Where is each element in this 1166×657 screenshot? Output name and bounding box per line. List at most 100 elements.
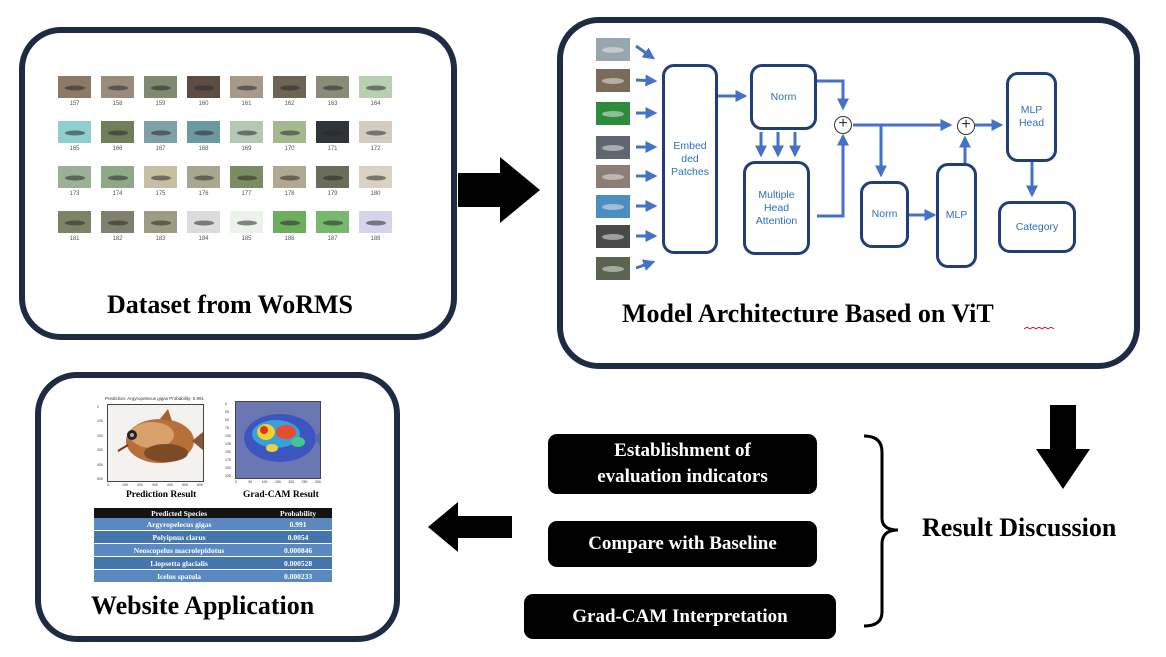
dataset-thumbnail-number: 175 bbox=[155, 191, 166, 197]
dataset-thumbnail-number: 168 bbox=[198, 146, 209, 152]
probability-cell: 0.991 bbox=[264, 518, 332, 531]
species-cell: Liopsetta glacialis bbox=[94, 556, 265, 570]
website-panel bbox=[35, 372, 400, 642]
dataset-thumbnail-number: 170 bbox=[284, 146, 295, 152]
tick-label: 100 bbox=[122, 483, 128, 487]
table-row: Argyropelecus gigas 0.991 bbox=[94, 518, 332, 531]
input-patch-thumbnail bbox=[596, 69, 630, 92]
dataset-thumbnail-number: 183 bbox=[155, 236, 166, 242]
tick-label: 500 bbox=[182, 483, 188, 487]
tick-label: 400 bbox=[97, 462, 103, 467]
dataset-thumbnail bbox=[58, 211, 91, 233]
dataset-thumbnail bbox=[230, 76, 263, 98]
dataset-thumbnail bbox=[187, 76, 220, 98]
website-title: Website Application bbox=[91, 591, 315, 620]
dataset-thumbnail bbox=[273, 211, 306, 233]
dataset-thumbnail-number: 182 bbox=[112, 236, 123, 242]
dataset-thumbnail bbox=[101, 121, 134, 143]
dataset-thumbnail-number: 161 bbox=[241, 101, 252, 107]
dataset-thumbnail bbox=[187, 121, 220, 143]
probability-cell: 0.0054 bbox=[264, 530, 332, 544]
dataset-thumbnail bbox=[101, 166, 134, 188]
dataset-thumbnail bbox=[144, 211, 177, 233]
dataset-thumbnail bbox=[58, 76, 91, 98]
dataset-thumbnail-number: 162 bbox=[284, 101, 295, 107]
add-node-1: + bbox=[834, 116, 852, 134]
dataset-thumbnail-number: 166 bbox=[112, 146, 123, 152]
dataset-thumbnail bbox=[359, 166, 392, 188]
result-discussion-title: Result Discussion bbox=[922, 513, 1117, 542]
dataset-thumbnail-number: 188 bbox=[370, 236, 381, 242]
tick-label: 200 bbox=[137, 483, 143, 487]
dataset-thumbnail bbox=[273, 166, 306, 188]
dataset-thumbnail-number: 157 bbox=[69, 101, 80, 107]
tick-label: 150 bbox=[275, 480, 281, 484]
species-cell: Argyropelecus gigas bbox=[94, 518, 265, 531]
dataset-thumbnail bbox=[101, 211, 134, 233]
dataset-thumbnail bbox=[359, 121, 392, 143]
prediction-result-label: Prediction Result bbox=[126, 490, 197, 500]
table-row: Icelus spatula 0.000233 bbox=[94, 569, 332, 583]
dataset-thumbnail-number: 180 bbox=[370, 191, 381, 197]
dataset-thumbnail bbox=[144, 121, 177, 143]
dataset-thumbnail-number: 184 bbox=[198, 236, 209, 242]
input-patch-thumbnail bbox=[596, 38, 630, 61]
fish-image bbox=[117, 409, 203, 463]
model-title: Model Architecture Based on ViT bbox=[622, 299, 994, 328]
mlp-block: MLP bbox=[936, 163, 977, 268]
multi-head-attention-block: Multiple Head Attention bbox=[743, 161, 810, 255]
grouping-brace bbox=[863, 434, 899, 628]
add-node-2: + bbox=[957, 117, 975, 135]
dataset-thumbnail bbox=[144, 166, 177, 188]
tick-label: 100 bbox=[225, 434, 231, 438]
dataset-thumbnail-number: 165 bbox=[69, 146, 80, 152]
dataset-thumbnail-number: 158 bbox=[112, 101, 123, 107]
dataset-thumbnail bbox=[316, 211, 349, 233]
tick-label: 200 bbox=[288, 480, 295, 484]
dataset-thumbnail-number: 171 bbox=[327, 146, 338, 152]
dataset-thumbnail bbox=[187, 166, 220, 188]
tick-label: 50 bbox=[225, 418, 229, 422]
tick-label: 100 bbox=[97, 419, 103, 424]
dataset-thumbnail bbox=[101, 76, 134, 98]
norm-block-2: Norm bbox=[860, 181, 909, 248]
tick-label: 300 bbox=[315, 480, 321, 484]
dataset-thumbnail-number: 160 bbox=[198, 101, 209, 107]
tick-label: 200 bbox=[225, 466, 231, 470]
gradcam-axes bbox=[235, 401, 321, 479]
table-row: Neoscopelus macrolepidotus 0.000846 bbox=[94, 543, 332, 557]
dataset-thumbnail-number: 185 bbox=[241, 236, 252, 242]
dataset-thumbnail bbox=[273, 121, 306, 143]
tick-label: 200 bbox=[97, 433, 103, 438]
dataset-thumbnail bbox=[58, 166, 91, 188]
dataset-thumbnail bbox=[359, 76, 392, 98]
dataset-thumbnail bbox=[316, 76, 349, 98]
dataset-thumbnail-number: 181 bbox=[69, 236, 80, 242]
probability-cell: 0.000233 bbox=[264, 569, 332, 583]
dataset-thumbnail-number: 173 bbox=[69, 191, 80, 197]
dataset-thumbnail-number: 187 bbox=[327, 236, 338, 242]
tick-label: 100 bbox=[261, 480, 268, 484]
tick-label: 300 bbox=[97, 448, 103, 453]
probability-cell: 0.000528 bbox=[264, 556, 332, 570]
dataset-thumbnail bbox=[316, 166, 349, 188]
tick-label: 300 bbox=[152, 483, 158, 487]
step-compare-baseline: Compare with Baseline bbox=[548, 521, 817, 567]
dataset-thumbnail-number: 186 bbox=[284, 236, 295, 242]
tick-label: 150 bbox=[225, 450, 231, 454]
spellcheck-underline bbox=[1024, 327, 1054, 330]
dataset-thumbnail bbox=[230, 166, 263, 188]
dataset-thumbnail bbox=[230, 211, 263, 233]
tick-label: 0 bbox=[97, 405, 99, 409]
dataset-thumbnail bbox=[230, 121, 263, 143]
input-patch-thumbnail bbox=[596, 165, 630, 188]
input-patch-thumbnail bbox=[596, 257, 630, 280]
tick-label: 0 bbox=[235, 480, 237, 484]
table-header: Probability bbox=[264, 508, 332, 518]
tick-label: 175 bbox=[225, 458, 231, 462]
dataset-thumbnail bbox=[273, 76, 306, 98]
gradcam-result-label: Grad-CAM Result bbox=[243, 490, 319, 500]
tick-label: 400 bbox=[167, 483, 173, 487]
